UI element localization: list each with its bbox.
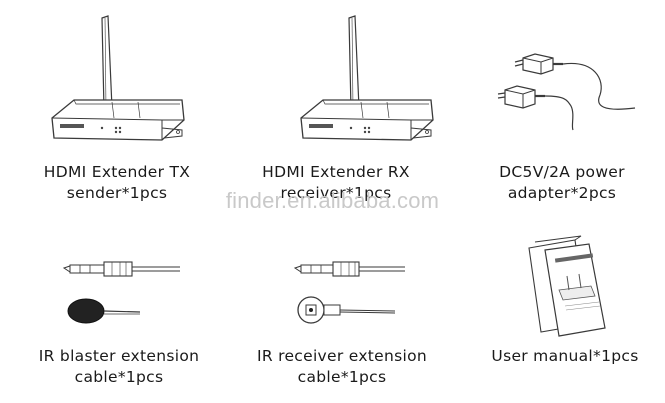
hdmi-extender-tx-device-icon (51, 15, 185, 141)
caption-line: HDMI Extender RX (262, 163, 410, 181)
watermark-text: finder.en.alibaba.com (225, 188, 440, 213)
user-manual-icon (528, 235, 606, 337)
ir-blaster-cable-icon (62, 261, 180, 324)
item-caption-rx: HDMI Extender RX receiver*1pcs (236, 162, 436, 204)
caption-line: HDMI Extender TX (43, 163, 191, 181)
power-adapter-icon (497, 53, 636, 131)
item-caption-ir-receiver: IR receiver extension cable*1pcs (232, 346, 452, 388)
hdmi-extender-rx-device-icon (300, 15, 434, 141)
caption-line: sender*1pcs (66, 184, 168, 202)
caption-line: DC5V/2A power (499, 163, 625, 181)
caption-line: cable*1pcs (74, 368, 164, 386)
item-caption-ir-blaster: IR blaster extension cable*1pcs (14, 346, 224, 388)
caption-line: adapter*2pcs (507, 184, 617, 202)
caption-line: IR receiver extension (256, 347, 428, 365)
item-caption-adapter: DC5V/2A power adapter*2pcs (464, 162, 660, 204)
caption-line: cable*1pcs (297, 368, 387, 386)
ir-receiver-cable-icon (293, 261, 405, 324)
caption-line: receiver*1pcs (280, 184, 392, 202)
caption-line: User manual*1pcs (491, 347, 639, 365)
caption-line: IR blaster extension (38, 347, 200, 365)
item-caption-manual: User manual*1pcs (470, 346, 660, 367)
item-caption-tx: HDMI Extender TX sender*1pcs (12, 162, 222, 204)
